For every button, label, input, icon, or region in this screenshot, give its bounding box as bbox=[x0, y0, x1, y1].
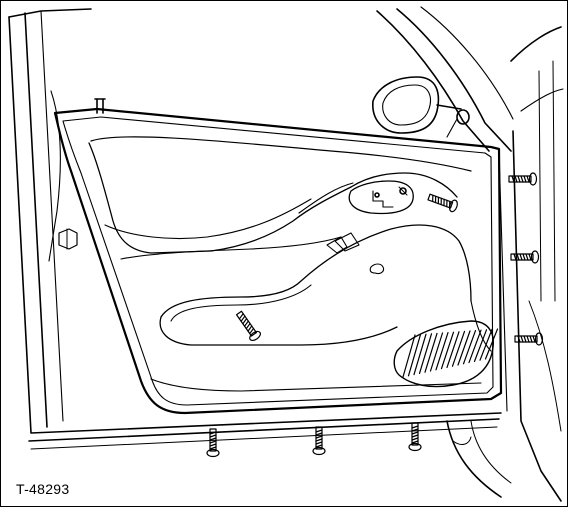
grille-slat bbox=[418, 333, 433, 374]
speaker-grille bbox=[393, 320, 499, 388]
grille-slat bbox=[407, 334, 422, 377]
screw bbox=[510, 250, 540, 264]
armrest-pocket bbox=[120, 224, 472, 346]
grille-slat bbox=[462, 330, 477, 365]
grille-slat bbox=[457, 330, 471, 366]
screw bbox=[514, 332, 544, 346]
panel-clip bbox=[58, 228, 78, 250]
screw bbox=[235, 310, 261, 342]
screw bbox=[312, 426, 326, 456]
grille-slat bbox=[402, 334, 416, 378]
grille-slat bbox=[435, 332, 449, 371]
grille-slat bbox=[468, 329, 482, 364]
screw bbox=[408, 422, 422, 452]
grille-slat bbox=[424, 332, 438, 373]
screw bbox=[206, 428, 220, 458]
side-mirror bbox=[372, 76, 470, 138]
screw bbox=[508, 172, 538, 186]
door-frame bbox=[8, 8, 502, 450]
door-trim-panel bbox=[53, 98, 503, 415]
grille-slat bbox=[484, 328, 499, 360]
fastener-screws bbox=[206, 172, 544, 458]
grille-slat bbox=[413, 333, 427, 376]
grille-slat bbox=[446, 331, 460, 368]
figure-reference-code: T-48293 bbox=[16, 481, 70, 497]
grille-slat bbox=[440, 331, 455, 370]
lower-panel-contour bbox=[150, 300, 492, 392]
grille-slat bbox=[451, 330, 466, 367]
window-frame bbox=[376, 6, 564, 502]
screw bbox=[427, 193, 458, 213]
grille-slat bbox=[473, 329, 488, 362]
grille-slat bbox=[429, 332, 444, 372]
grille-slat bbox=[479, 328, 493, 361]
handle-recess bbox=[348, 180, 414, 215]
